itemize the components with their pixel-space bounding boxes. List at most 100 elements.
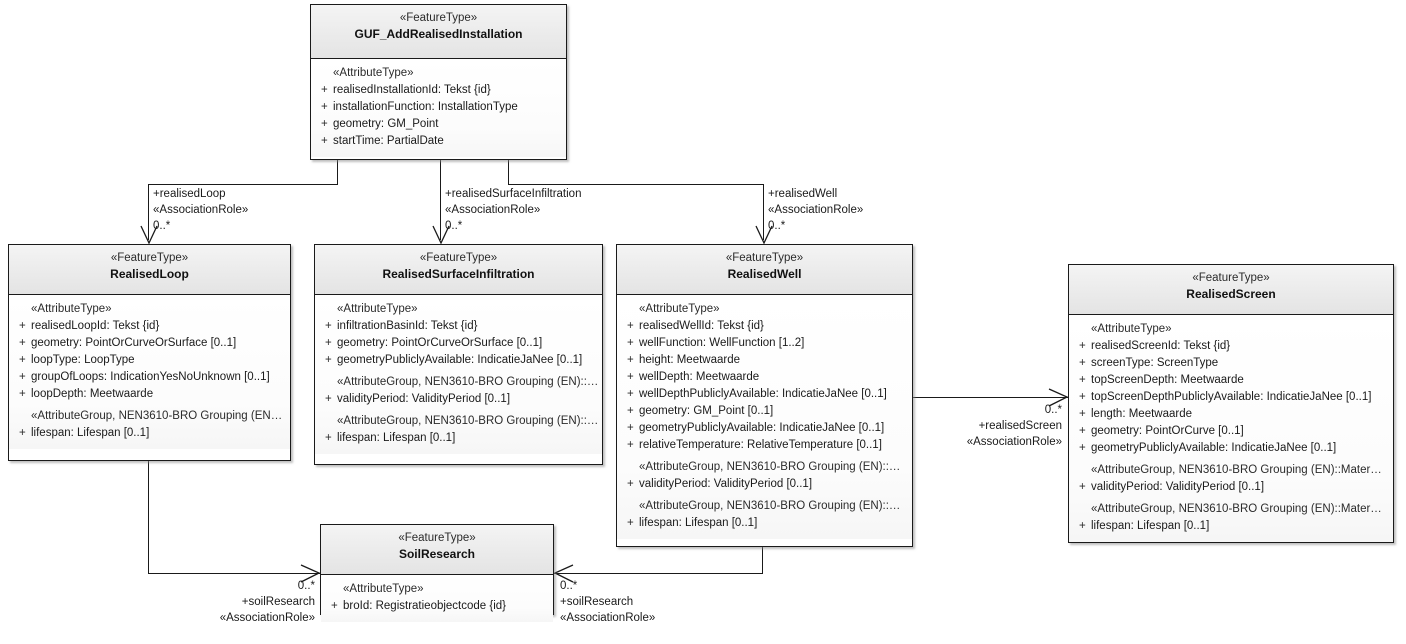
attribute-visibility: + bbox=[19, 388, 26, 400]
class-box-realised-surface-infiltration[interactable]: «FeatureType» RealisedSurfaceInfiltratio… bbox=[314, 244, 603, 465]
attribute-row: + height: Meetwaarde bbox=[621, 352, 908, 369]
attribute-row: + geometry: GM_Point [0..1] bbox=[621, 403, 908, 420]
attribute-row: + validityPeriod: ValidityPeriod [0..1] bbox=[621, 476, 908, 493]
class-box-realised-well[interactable]: «FeatureType» RealisedWell «AttributeTyp… bbox=[616, 244, 913, 547]
class-stereotype-realised-well: «FeatureType» bbox=[725, 252, 804, 264]
attribute-row: + startTime: PartialDate bbox=[315, 133, 562, 150]
assoc-stereotype-well-screen: «AssociationRole» bbox=[966, 436, 1062, 448]
attribute-row: + installationFunction: InstallationType bbox=[315, 99, 562, 116]
attribute-text: broId: Registratieobjectcode {id} bbox=[343, 600, 507, 612]
attribute-visibility: + bbox=[627, 388, 634, 400]
attribute-group-label: «AttributeGroup, NEN3610-BRO Grouping (E… bbox=[337, 376, 598, 388]
class-stereotype-soil-research: «FeatureType» bbox=[398, 532, 476, 544]
class-box-realised-screen[interactable]: «FeatureType» RealisedScreen «AttributeT… bbox=[1068, 264, 1394, 543]
attribute-row: + geometry: PointOrCurveOrSurface [0..1] bbox=[13, 335, 286, 352]
attribute-row: + geometry: PointOrCurveOrSurface [0..1] bbox=[319, 335, 598, 352]
assoc-role-well-screen: +realisedScreen bbox=[978, 420, 1062, 432]
attribute-row: + broId: Registratieobjectcode {id} bbox=[325, 598, 549, 615]
attribute-visibility: + bbox=[325, 337, 332, 349]
connector-guf-surfaceinfiltration-vertical bbox=[440, 159, 441, 240]
attribute-text: geometryPubliclyAvailable: IndicatieJaNe… bbox=[639, 422, 885, 434]
attribute-visibility: + bbox=[1079, 481, 1086, 493]
assoc-stereotype-guf-surfaceinfiltration: «AssociationRole» bbox=[445, 204, 541, 216]
attribute-visibility: + bbox=[1079, 357, 1086, 369]
attribute-row: + realisedWellId: Tekst {id} bbox=[621, 318, 908, 335]
class-box-soil-research[interactable]: «FeatureType» SoilResearch «AttributeTyp… bbox=[320, 524, 554, 622]
class-box-realised-loop[interactable]: «FeatureType» RealisedLoop «AttributeTyp… bbox=[8, 244, 291, 461]
class-name-realised-surface-infiltration: RealisedSurfaceInfiltration bbox=[382, 267, 535, 281]
attribute-visibility: + bbox=[1079, 425, 1086, 437]
attribute-text: realisedInstallationId: Tekst {id} bbox=[333, 84, 491, 96]
assoc-role-guf-well: +realisedWell bbox=[768, 188, 838, 200]
attribute-visibility: + bbox=[627, 320, 634, 332]
attribute-text: topScreenDepth: Meetwaarde bbox=[1091, 374, 1244, 386]
attribute-group-label: «AttributeGroup, NEN3610-BRO Grouping (E… bbox=[1091, 464, 1382, 476]
attribute-row: + geometryPubliclyAvailable: IndicatieJa… bbox=[319, 352, 598, 369]
attribute-row: + realisedScreenId: Tekst {id} bbox=[1073, 338, 1389, 355]
class-body-realised-screen: «AttributeType» + realisedScreenId: Teks… bbox=[1069, 315, 1393, 542]
class-body-realised-well: «AttributeType» + realisedWellId: Tekst … bbox=[617, 295, 912, 539]
attribute-text: startTime: PartialDate bbox=[333, 135, 444, 147]
attribute-text: realisedWellId: Tekst {id} bbox=[639, 320, 764, 332]
class-name-guf: GUF_AddRealisedInstallation bbox=[354, 27, 523, 41]
attribute-visibility: + bbox=[325, 432, 332, 444]
class-body-soil-research: «AttributeType» + broId: Registratieobje… bbox=[321, 575, 553, 622]
attribute-text: geometry: GM_Point [0..1] bbox=[639, 405, 774, 417]
class-name-realised-well: RealisedWell bbox=[727, 267, 802, 281]
connector-guf-loop-vertical-a bbox=[337, 159, 338, 184]
attribute-group-label: «AttributeGroup, NEN3610-BRO Grouping (E… bbox=[337, 415, 598, 427]
attribute-visibility: + bbox=[627, 371, 634, 383]
attribute-row: + groupOfLoops: IndicationYesNoUnknown [… bbox=[13, 369, 286, 386]
attribute-text: loopDepth: Meetwaarde bbox=[31, 388, 154, 400]
attribute-text: wellDepthPubliclyAvailable: IndicatieJaN… bbox=[639, 388, 887, 400]
assoc-stereotype-guf-well: «AssociationRole» bbox=[768, 204, 864, 216]
attribute-group-label: «AttributeType» bbox=[337, 303, 418, 315]
class-box-guf-add-realised-installation[interactable]: «FeatureType» GUF_AddRealisedInstallatio… bbox=[310, 4, 567, 160]
attribute-visibility: + bbox=[627, 517, 634, 529]
attribute-row: + infiltrationBasinId: Tekst {id} bbox=[319, 318, 598, 335]
class-header-realised-well: «FeatureType» RealisedWell bbox=[617, 245, 912, 295]
assoc-stereotype-well-soilresearch: «AssociationRole» bbox=[560, 612, 656, 624]
attribute-group-label: «AttributeGroup, NEN3610-BRO Grouping (E… bbox=[639, 461, 901, 473]
attribute-group-label: «AttributeGroup, NEN3610-BRO Grouping (E… bbox=[31, 410, 283, 422]
attribute-text: validityPeriod: ValidityPeriod [0..1] bbox=[639, 478, 813, 490]
attribute-row: + loopType: LoopType bbox=[13, 352, 286, 369]
attribute-row: + loopDepth: Meetwaarde bbox=[13, 386, 286, 403]
assoc-multiplicity-well-soilresearch: 0..* bbox=[560, 580, 578, 592]
attribute-text: geometry: PointOrCurveOrSurface [0..1] bbox=[337, 337, 543, 349]
attribute-text: relativeTemperature: RelativeTemperature… bbox=[639, 439, 882, 451]
attribute-text: topScreenDepthPubliclyAvailable: Indicat… bbox=[1091, 391, 1372, 403]
assoc-multiplicity-loop-soilresearch: 0..* bbox=[297, 580, 315, 592]
connector-guf-well-vertical-b bbox=[763, 184, 764, 240]
attribute-visibility: + bbox=[19, 427, 26, 439]
attribute-visibility: + bbox=[627, 422, 634, 434]
attribute-visibility: + bbox=[627, 439, 634, 451]
connector-guf-loop-horizontal bbox=[148, 184, 338, 185]
attribute-group-label: «AttributeType» bbox=[1091, 323, 1172, 335]
attribute-text: installationFunction: InstallationType bbox=[333, 101, 518, 113]
attribute-row: + geometryPubliclyAvailable: IndicatieJa… bbox=[621, 420, 908, 437]
attribute-text: realisedLoopId: Tekst {id} bbox=[31, 320, 160, 332]
class-stereotype-realised-screen: «FeatureType» bbox=[1192, 272, 1270, 284]
attribute-row: + wellDepth: Meetwaarde bbox=[621, 369, 908, 386]
attribute-visibility: + bbox=[1079, 374, 1086, 386]
assoc-stereotype-loop-soilresearch: «AssociationRole» bbox=[219, 612, 315, 624]
attribute-visibility: + bbox=[1079, 520, 1086, 532]
attribute-text: loopType: LoopType bbox=[31, 354, 135, 366]
attribute-visibility: + bbox=[325, 320, 332, 332]
class-name-soil-research: SoilResearch bbox=[398, 547, 476, 561]
attribute-visibility: + bbox=[331, 600, 338, 612]
attribute-row: + geometryPubliclyAvailable: IndicatieJa… bbox=[1073, 440, 1389, 457]
attribute-text: screenType: ScreenType bbox=[1091, 357, 1219, 369]
attribute-text: lifespan: Lifespan [0..1] bbox=[31, 427, 150, 439]
attribute-visibility: + bbox=[1079, 442, 1086, 454]
class-header-realised-surface-infiltration: «FeatureType» RealisedSurfaceInfiltratio… bbox=[315, 245, 602, 295]
assoc-label-guf-surfaceinfiltration: +realisedSurfaceInfiltration «Associatio… bbox=[445, 186, 581, 234]
assoc-stereotype-guf-loop: «AssociationRole» bbox=[153, 204, 249, 216]
attribute-group-label: «AttributeType» bbox=[343, 583, 424, 595]
attribute-text: validityPeriod: ValidityPeriod [0..1] bbox=[337, 393, 511, 405]
attribute-row: + screenType: ScreenType bbox=[1073, 355, 1389, 372]
attribute-text: validityPeriod: ValidityPeriod [0..1] bbox=[1091, 481, 1265, 493]
arrowhead-well-screen bbox=[1048, 388, 1069, 407]
